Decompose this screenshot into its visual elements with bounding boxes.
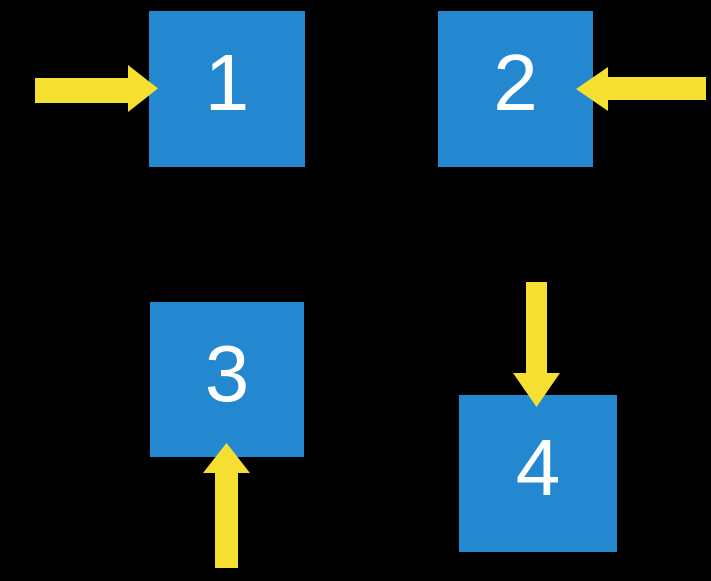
arrow-down-icon — [513, 282, 560, 407]
square-3: 3 — [150, 302, 304, 457]
square-2-label: 2 — [493, 38, 538, 127]
square-1: 1 — [149, 11, 305, 167]
arrow-left-icon — [576, 67, 706, 111]
square-1-label: 1 — [204, 38, 250, 127]
arrow-up-icon — [203, 443, 250, 568]
square-4: 4 — [459, 395, 617, 552]
square-4-label: 4 — [515, 422, 561, 512]
square-2: 2 — [438, 11, 593, 167]
square-3-label: 3 — [204, 328, 250, 418]
arrow-right-icon — [35, 65, 158, 112]
